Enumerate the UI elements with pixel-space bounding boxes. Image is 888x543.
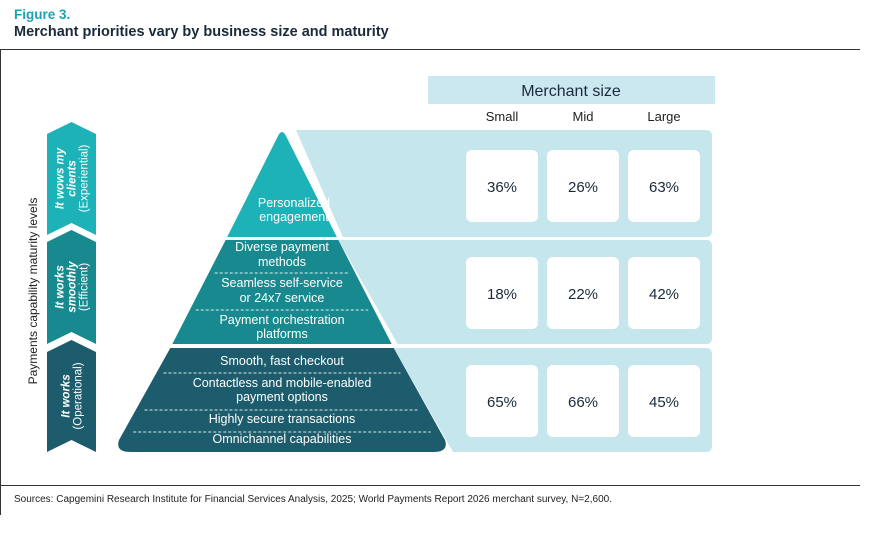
capability-label-line: Smooth, fast checkout xyxy=(220,354,344,368)
value-cell xyxy=(628,257,700,329)
capability-label-line: engagement xyxy=(259,210,329,224)
capability-label-line: methods xyxy=(258,255,306,269)
maturity-arrow-1 xyxy=(47,122,96,235)
capability-label: Highly secure transactions xyxy=(209,412,356,426)
pyramid-tier-2 xyxy=(172,240,392,344)
capability-label-line: Diverse payment xyxy=(235,240,329,254)
capability-label-line: Payment orchestration xyxy=(219,313,344,327)
arrow-label-arrow-sub: (Efficient) xyxy=(79,263,91,312)
value-small-level-1: 36% xyxy=(487,179,517,196)
value-mid-level-3: 66% xyxy=(568,394,598,411)
arrow-label-arrow-line2: smoothly xyxy=(67,261,79,313)
value-small-level-3: 65% xyxy=(487,394,517,411)
arrow-label-arrow-sub: (Experiential) xyxy=(79,144,91,212)
capability-label-line: Seamless self-service xyxy=(221,276,343,290)
top-rule xyxy=(0,49,860,50)
capability-label-line: payment options xyxy=(236,390,328,404)
capability-label-line: platforms xyxy=(256,327,307,341)
maturity-arrow-2 xyxy=(47,230,96,344)
merchant-size-header xyxy=(428,76,715,104)
value-cell xyxy=(466,150,538,222)
value-cell xyxy=(547,365,619,437)
value-small-level-2: 18% xyxy=(487,286,517,303)
capability-label-line: Personalized xyxy=(258,196,330,210)
arrow-label-arrow-line1: It works xyxy=(55,265,67,308)
value-mid-level-2: 22% xyxy=(568,286,598,303)
value-large-level-1: 63% xyxy=(649,179,679,196)
pyramid-tier-1 xyxy=(227,132,337,237)
source-note: Sources: Capgemini Research Institute fo… xyxy=(14,494,612,505)
arrow-label-arrow-line2: clients xyxy=(67,160,79,196)
arrow-label-arrow-sub: (Operational) xyxy=(73,362,85,429)
value-mid-level-1: 26% xyxy=(568,179,598,196)
column-header-mid: Mid xyxy=(573,109,594,124)
arrow-label-arrow-line1: It works xyxy=(61,374,73,417)
value-large-level-2: 42% xyxy=(649,286,679,303)
capability-label-line: Highly secure transactions xyxy=(209,412,356,426)
merchant-size-label: Merchant size xyxy=(521,83,621,100)
value-cell xyxy=(628,150,700,222)
capability-label: Smooth, fast checkout xyxy=(220,354,344,368)
value-cell xyxy=(547,150,619,222)
column-header-large: Large xyxy=(647,109,680,124)
capability-label-line: Omnichannel capabilities xyxy=(213,432,352,446)
capability-label-line: or 24x7 service xyxy=(240,291,325,305)
value-cell xyxy=(547,257,619,329)
bottom-rule xyxy=(0,485,860,486)
capability-label-line: Contactless and mobile-enabled xyxy=(193,376,372,390)
value-large-level-3: 45% xyxy=(649,394,679,411)
value-cell xyxy=(466,365,538,437)
maturity-arrow-3 xyxy=(47,340,96,452)
y-axis-label: Payments capability maturity levels xyxy=(26,198,40,385)
figure-title: Merchant priorities vary by business siz… xyxy=(14,24,389,40)
column-header-small: Small xyxy=(486,109,519,124)
figure-label: Figure 3. xyxy=(14,7,71,22)
value-cell xyxy=(466,257,538,329)
pyramid-tier-3 xyxy=(118,348,446,452)
capability-label: Omnichannel capabilities xyxy=(213,432,352,446)
left-rule xyxy=(0,50,1,515)
arrow-label-arrow-line1: It wows my xyxy=(55,147,67,209)
value-cell xyxy=(628,365,700,437)
arrow-label-group: It works(Operational) xyxy=(61,362,85,429)
